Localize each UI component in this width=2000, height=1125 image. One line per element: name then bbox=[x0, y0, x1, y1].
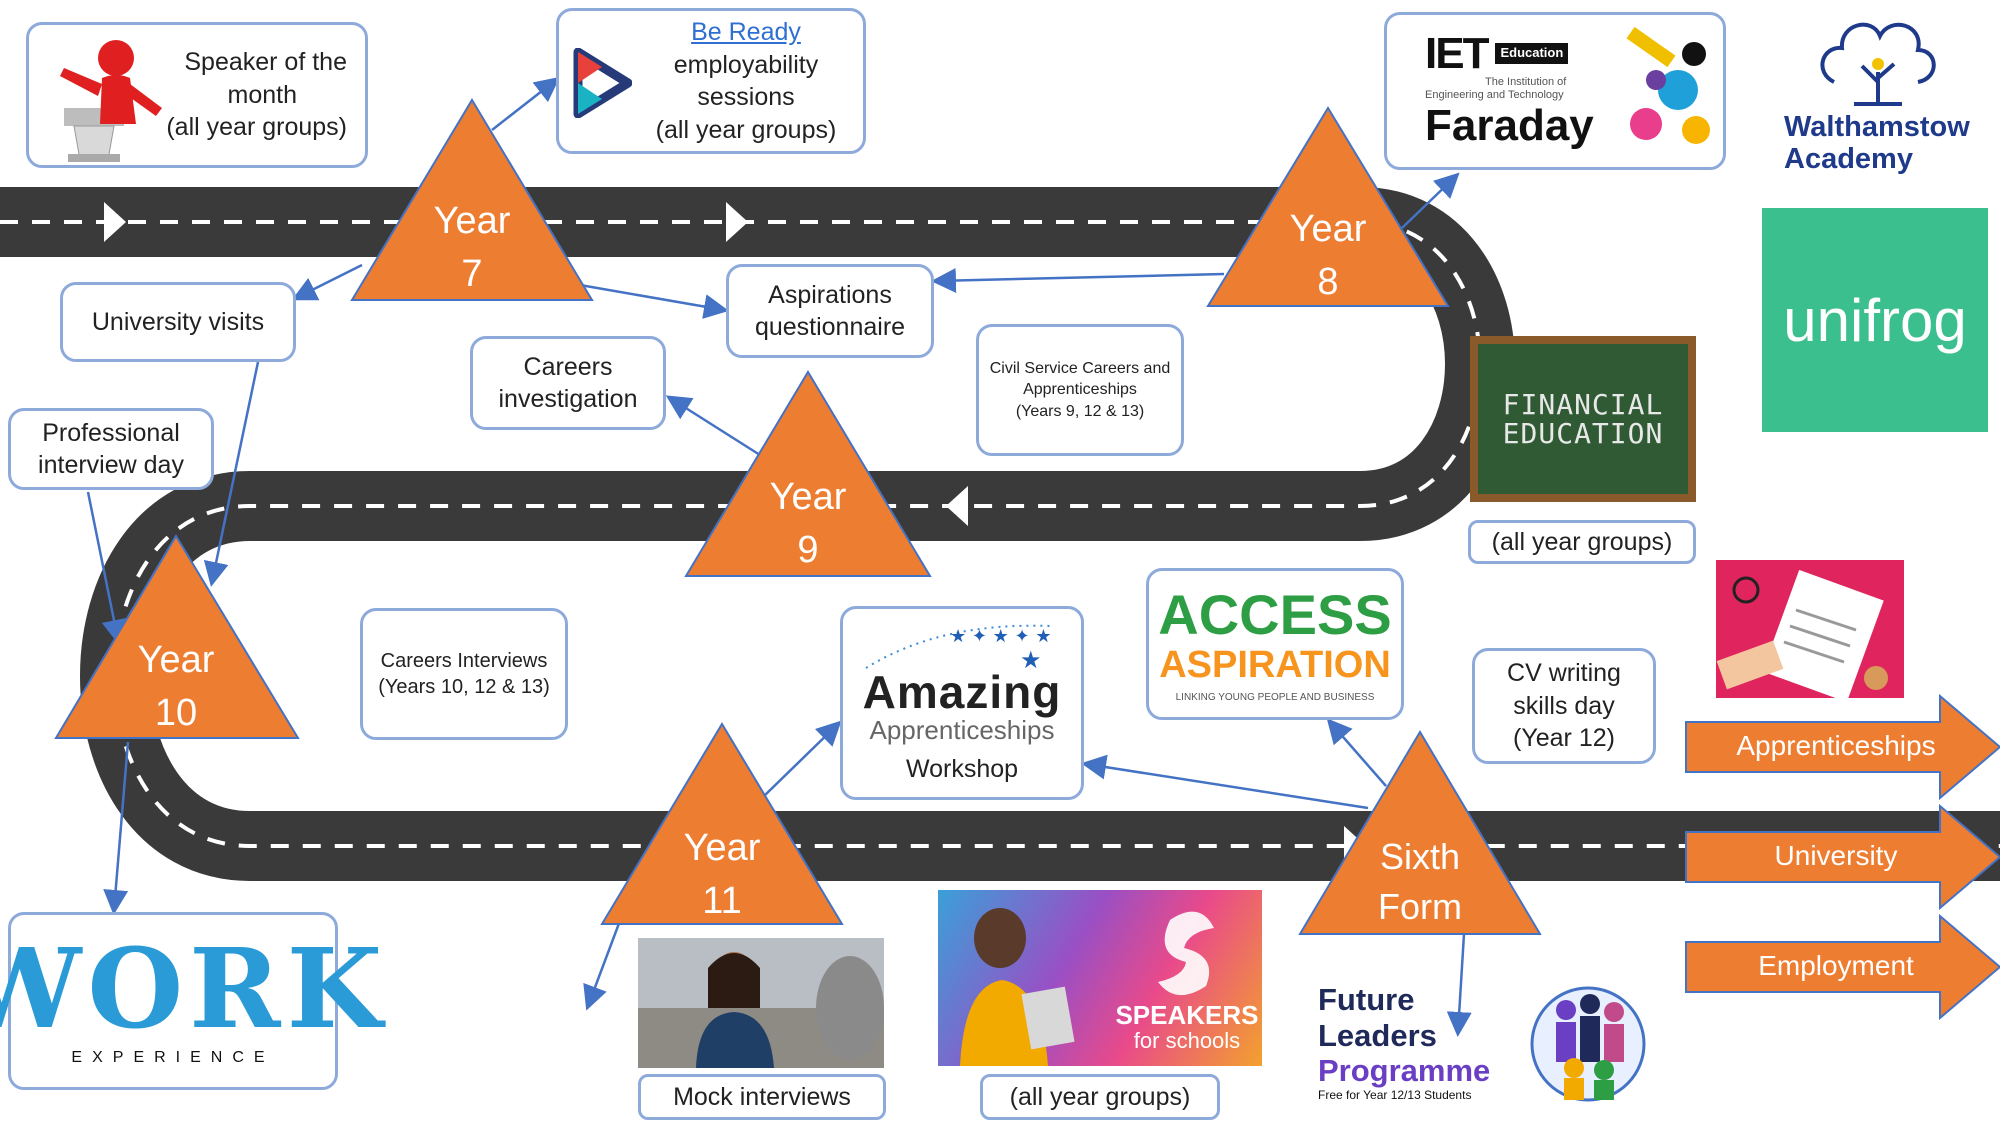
financial-education-board: FINANCIAL EDUCATION bbox=[1470, 336, 1696, 502]
play-logo-icon bbox=[572, 47, 633, 119]
access-aspiration-box: ACCESS ASPIRATION LINKING YOUNG PEOPLE A… bbox=[1146, 568, 1404, 720]
professionals-group-icon bbox=[1528, 964, 1648, 1116]
year10-triangle bbox=[54, 534, 300, 739]
future-leaders-logo: Future Leaders Programme Free for Year 1… bbox=[1318, 982, 1491, 1102]
speaker-podium-icon bbox=[44, 28, 174, 164]
year7-triangle bbox=[350, 98, 594, 301]
mock-interviews-box: Mock interviews bbox=[638, 1074, 886, 1120]
svg-text:★: ★ bbox=[1020, 646, 1042, 674]
amazing-subtitle: Apprenticeships bbox=[869, 714, 1055, 745]
cv-paper-icon bbox=[1716, 560, 1904, 698]
connector-lines bbox=[86, 76, 1472, 1037]
mock-interview-photo bbox=[638, 938, 884, 1068]
apprenticeships-outcome: Apprenticeships bbox=[1736, 730, 1936, 761]
tree-logo-icon bbox=[1814, 12, 1944, 108]
sixth-form-triangle bbox=[1298, 730, 1542, 935]
stars-arc-icon: ★ ✦ ★ ✦ ★ ★ bbox=[860, 616, 1060, 676]
financial-caption-box: (all year groups) bbox=[1468, 520, 1696, 564]
faraday-collage-icon bbox=[1616, 20, 1720, 162]
civil-service-box: Civil Service Careers and Apprenticeship… bbox=[976, 324, 1184, 456]
university-visits-box: University visits bbox=[60, 282, 296, 362]
careers-interviews-box: Careers Interviews (Years 10, 12 & 13) bbox=[360, 608, 568, 740]
professional-interview-box: Professional interview day bbox=[8, 408, 214, 490]
speakers-caption-box: (all year groups) bbox=[980, 1074, 1220, 1120]
svg-text:★ ✦ ★ ✦ ★: ★ ✦ ★ ✦ ★ bbox=[950, 626, 1051, 647]
year9-triangle bbox=[684, 370, 932, 577]
walthamstow-academy-logo: Walthamstow Academy bbox=[1784, 111, 1970, 175]
unifrog-logo: unifrog bbox=[1762, 208, 1988, 432]
amazing-title: Amazing bbox=[862, 665, 1062, 718]
careers-investigation-box: Careers investigation bbox=[470, 336, 666, 430]
year11-triangle bbox=[600, 722, 844, 925]
aspirations-questionnaire-box: Aspirations questionnaire bbox=[726, 264, 934, 358]
year8-triangle bbox=[1206, 106, 1450, 307]
road bbox=[0, 187, 2000, 881]
be-ready-link[interactable]: Be Ready bbox=[691, 18, 801, 46]
university-outcome: University bbox=[1774, 840, 1898, 871]
outcome-arrows bbox=[1685, 693, 2000, 1021]
employment-outcome: Employment bbox=[1758, 950, 1914, 981]
speakers-for-schools-banner: SPEAKERS for schools bbox=[938, 890, 1262, 1066]
cv-writing-box: CV writing skills day (Year 12) bbox=[1472, 648, 1656, 764]
be-ready-box: Be Ready employability sessions (all yea… bbox=[556, 8, 866, 154]
amazing-apprenticeships-box: Amazing Apprenticeships Workshop bbox=[840, 606, 1084, 800]
amazing-caption: Workshop bbox=[905, 754, 1019, 783]
work-experience-box: WORK EXPERIENCE bbox=[0, 912, 382, 1090]
stage-triangles bbox=[54, 98, 1542, 935]
